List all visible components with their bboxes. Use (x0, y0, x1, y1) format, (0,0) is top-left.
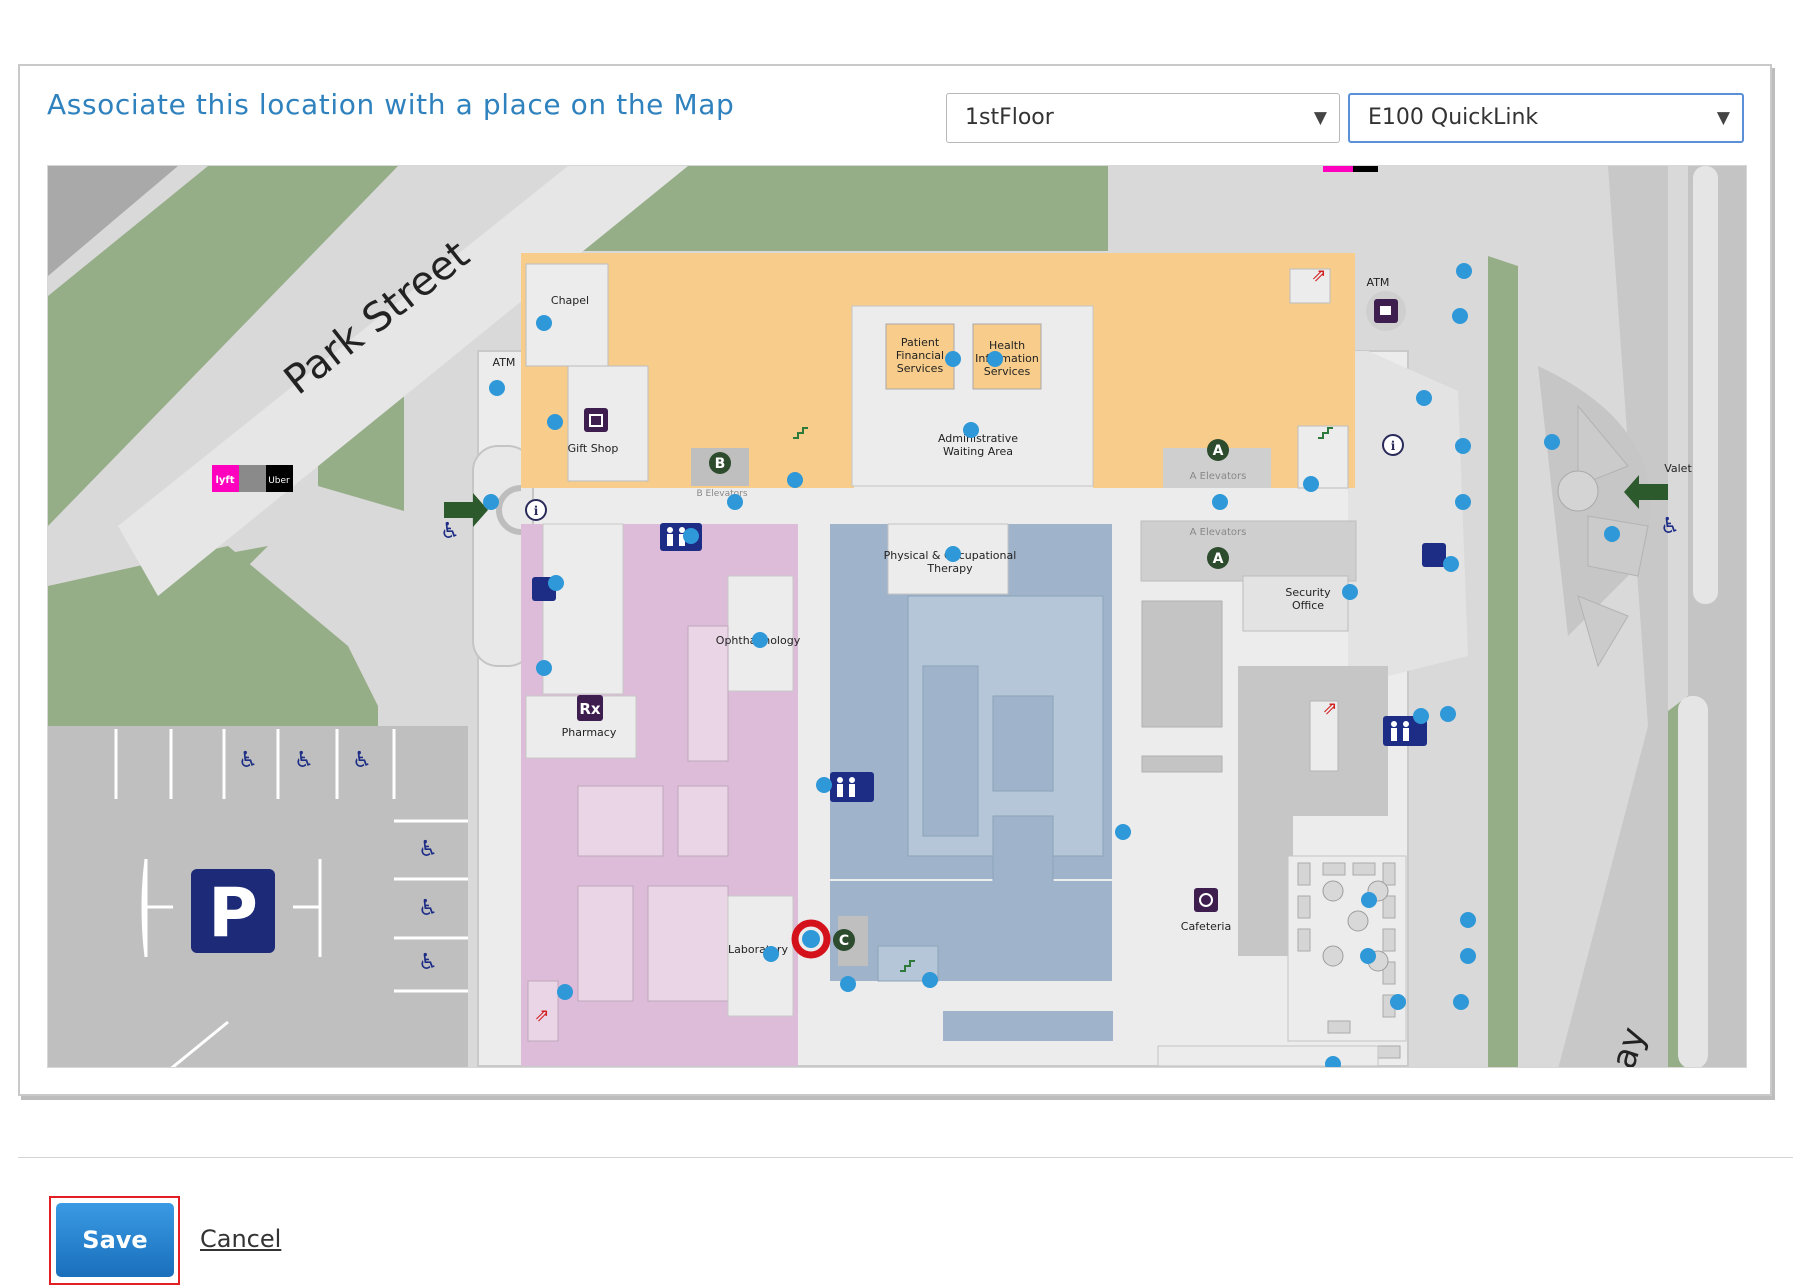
chevron-down-icon: ▼ (1716, 108, 1730, 128)
room-label-cafeteria: Cafeteria (1181, 920, 1231, 933)
info-icon: i (496, 485, 547, 535)
svg-text:Financial: Financial (896, 349, 944, 362)
elevator-b-icon: B (709, 452, 731, 474)
room-label-health-info: Health (989, 339, 1025, 352)
entrance-arrow-icon (444, 493, 488, 527)
room-label-security: Security (1285, 586, 1331, 599)
admin-zone (521, 253, 1355, 488)
room-label-admin-waiting: Administrative (938, 432, 1018, 445)
room-label-gift-shop: Gift Shop (568, 442, 619, 455)
room-label-atm: ATM (493, 356, 516, 369)
svg-text:C: C (839, 933, 849, 949)
svg-text:i: i (534, 504, 539, 518)
gift-icon (584, 408, 608, 432)
grass-area (48, 166, 398, 526)
svg-text:B: B (715, 456, 726, 472)
floor-select[interactable]: 1stFloor ▼ (946, 93, 1340, 143)
room-label-chapel: Chapel (551, 294, 589, 307)
dining-icon (1194, 888, 1218, 912)
room-label-patient-financial: Patient (901, 336, 940, 349)
elevator-c-icon: C (833, 929, 855, 951)
svg-text:Office: Office (1292, 599, 1324, 612)
save-button[interactable]: Save (56, 1203, 174, 1277)
accessible-icon: ♿ (294, 748, 314, 773)
svg-text:Services: Services (897, 362, 944, 375)
accessible-icon: ♿ (352, 748, 372, 773)
room-label-a-elevators-bottom: A Elevators (1190, 527, 1247, 538)
selected-location-marker[interactable] (791, 919, 831, 959)
rideshare-icon: lyft Uber (212, 465, 293, 492)
exit-icon: ⇗ (1311, 265, 1326, 286)
room-label-b-elevators: B Elevators (696, 489, 747, 499)
coffee-icon (1366, 291, 1406, 331)
room-label-laboratory: Laboratory (728, 943, 788, 956)
room-label-valet: Valet (1664, 462, 1692, 475)
svg-text:A: A (1213, 443, 1224, 459)
svg-text:i: i (1391, 439, 1396, 453)
svg-text:lyft: lyft (215, 475, 234, 486)
svg-text:Waiting Area: Waiting Area (943, 445, 1013, 458)
location-markers (483, 263, 1620, 1067)
exit-icon: ⇗ (1322, 698, 1337, 719)
floor-select-value: 1stFloor (965, 105, 1054, 130)
accessible-icon: ♿ (238, 748, 258, 773)
elevator-a-icon: A (1207, 439, 1229, 461)
svg-text:Services: Services (984, 365, 1031, 378)
accessible-icon: ♿ (418, 837, 438, 862)
hand-icon (1422, 543, 1446, 567)
accessible-icon: ♿ (418, 950, 438, 975)
cancel-link[interactable]: Cancel (200, 1225, 282, 1253)
stairs-icon (793, 427, 1333, 972)
accessible-icon: ♿ (1660, 514, 1680, 539)
info-icon: i (1382, 434, 1404, 456)
pharmacy-rx-icon: Rx (577, 695, 603, 721)
svg-text:P: P (208, 874, 258, 953)
chevron-down-icon: ▼ (1313, 108, 1327, 128)
save-focus-outline (49, 1196, 180, 1285)
place-select-value: E100 QuickLink (1368, 105, 1539, 130)
place-select[interactable]: E100 QuickLink ▼ (1348, 93, 1744, 143)
svg-text:Information: Information (975, 352, 1039, 365)
footer-divider (18, 1157, 1793, 1158)
accessible-icon: ♿ (418, 896, 438, 921)
parking-icon: P (191, 869, 275, 953)
exit-icon: ⇗ (534, 1005, 549, 1026)
room-label-a-elevators-top: A Elevators (1190, 471, 1247, 482)
map-association-panel: Associate this location with a place on … (18, 64, 1772, 1096)
svg-text:A: A (1213, 551, 1224, 567)
room-label-pharmacy: Pharmacy (562, 726, 617, 739)
svg-text:Rx: Rx (579, 700, 601, 718)
svg-text:Therapy: Therapy (926, 562, 973, 575)
accessible-icon: ♿ (440, 519, 460, 544)
panel-title: Associate this location with a place on … (47, 88, 735, 121)
elevator-a-icon: A (1207, 547, 1229, 569)
entrance-arrow-icon (1624, 475, 1668, 509)
room-label-atm-right: ATM (1367, 276, 1390, 289)
floor-map[interactable]: P (47, 165, 1747, 1068)
svg-text:Uber: Uber (268, 476, 290, 486)
